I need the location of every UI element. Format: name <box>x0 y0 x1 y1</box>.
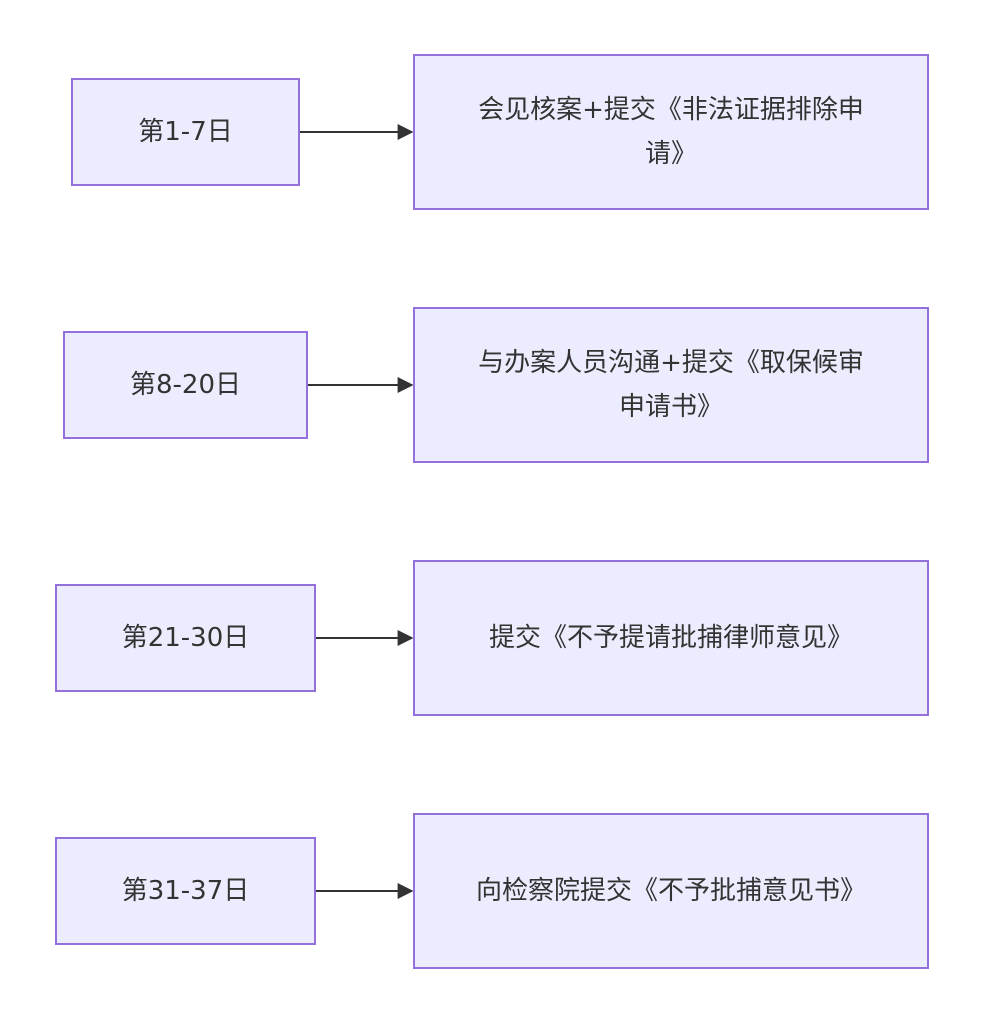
task-node-3: 提交《不予提请批捕律师意见》 <box>413 560 929 716</box>
step-node-4: 第31-37日 <box>55 837 316 945</box>
step-label-4: 第31-37日 <box>121 876 250 906</box>
step-label-1: 第1-7日 <box>138 117 233 147</box>
task-label-2: 与办案人员沟通+提交《取保候审申请书》 <box>478 348 864 422</box>
step-label-2: 第8-20日 <box>129 370 241 400</box>
step-label-3: 第21-30日 <box>121 623 250 653</box>
step-node-2: 第8-20日 <box>63 331 308 439</box>
step-node-3: 第21-30日 <box>55 584 316 692</box>
task-node-1: 会见核案+提交《非法证据排除申请》 <box>413 54 929 210</box>
task-label-1: 会见核案+提交《非法证据排除申请》 <box>478 95 864 169</box>
task-label-4: 向检察院提交《不予批捕意见书》 <box>475 876 866 906</box>
task-label-3: 提交《不予提请批捕律师意见》 <box>488 623 853 653</box>
task-node-2: 与办案人员沟通+提交《取保候审申请书》 <box>413 307 929 463</box>
step-node-1: 第1-7日 <box>71 78 300 186</box>
task-node-4: 向检察院提交《不予批捕意见书》 <box>413 813 929 969</box>
